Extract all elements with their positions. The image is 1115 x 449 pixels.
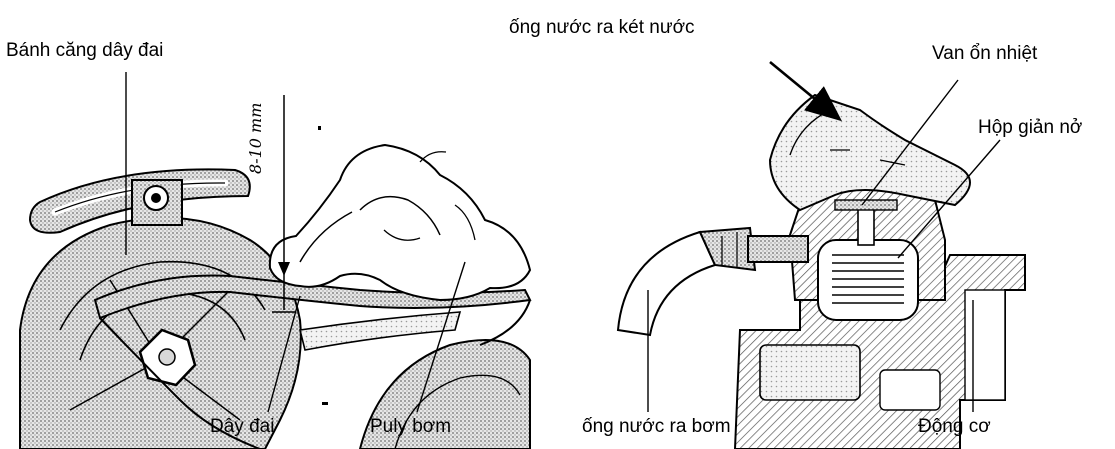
- label-deflection: 8-10 mm: [246, 103, 265, 174]
- label-pump-pulley: Puly bơm: [370, 416, 451, 438]
- label-outlet-pump: ống nước ra bơm: [582, 416, 731, 438]
- belt-lower-run: [300, 312, 460, 350]
- label-thermostat: Van ổn nhiệt: [932, 43, 1037, 65]
- pump-outlet-hose: [618, 232, 715, 335]
- label-expansion-box: Hộp giản nở: [978, 117, 1082, 139]
- label-engine: Động cơ: [918, 416, 991, 438]
- thermostat-figure: [618, 40, 1025, 449]
- belt-drive-figure: [20, 72, 530, 449]
- label-tensioner: Bánh căng dây đai: [6, 40, 163, 62]
- label-outlet-radiator: ống nước ra két nước: [509, 17, 695, 39]
- label-belt: Dây đai: [210, 416, 274, 438]
- hand: [270, 145, 530, 300]
